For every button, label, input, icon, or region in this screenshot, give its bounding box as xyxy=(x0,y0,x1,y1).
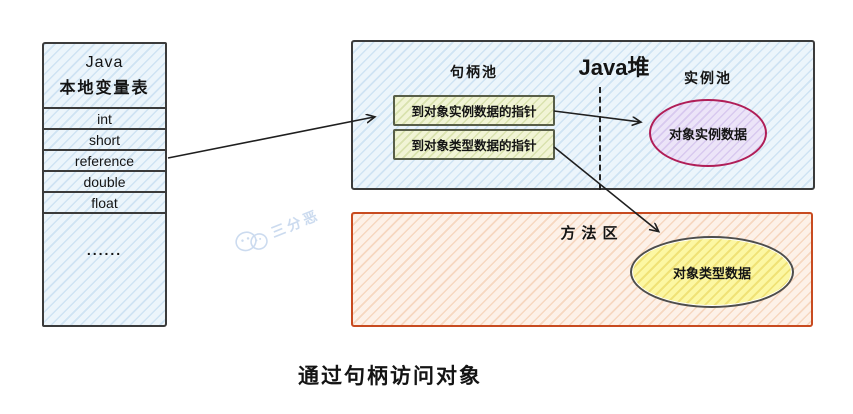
lvt-row-float: float xyxy=(44,191,165,212)
arrow-reference-to-handle-pool xyxy=(167,117,374,159)
method-area-box: 方法区 对象类型数据 xyxy=(351,212,813,327)
lvt-title-java: Java xyxy=(85,53,124,71)
java-heap-title: Java堆 xyxy=(578,55,650,80)
java-heap-box: Java堆 句柄池 到对象实例数据的指针 到对象类型数据的指针 实例池 对象实例… xyxy=(351,40,815,190)
handle-pool-label: 句柄池 xyxy=(450,64,498,80)
local-variable-table: Java 本地变量表 int short reference double fl… xyxy=(42,42,167,327)
local-variable-table-header: Java 本地变量表 xyxy=(44,44,165,107)
lvt-row-double: double xyxy=(44,170,165,191)
handle-row-instance-pointer: 到对象实例数据的指针 xyxy=(393,95,555,126)
dashed-divider xyxy=(599,87,601,190)
diagram-caption: 通过句柄访问对象 xyxy=(298,365,482,388)
object-instance-data-ellipse: 对象实例数据 xyxy=(649,99,767,167)
lvt-ellipsis: ...... xyxy=(44,212,165,325)
lvt-row-int: int xyxy=(44,107,165,128)
method-area-label: 方法区 xyxy=(560,225,624,242)
watermark: 三分恶 xyxy=(226,187,337,271)
handle-row-type-pointer: 到对象类型数据的指针 xyxy=(393,129,555,160)
lvt-title-cn: 本地变量表 xyxy=(59,79,150,97)
lvt-row-reference: reference xyxy=(44,149,165,170)
lvt-row-short: short xyxy=(44,128,165,149)
instance-pool-label: 实例池 xyxy=(684,70,732,86)
wechat-icon xyxy=(235,231,268,252)
watermark-text: 三分恶 xyxy=(268,206,323,241)
object-type-data-ellipse: 对象类型数据 xyxy=(630,236,794,308)
